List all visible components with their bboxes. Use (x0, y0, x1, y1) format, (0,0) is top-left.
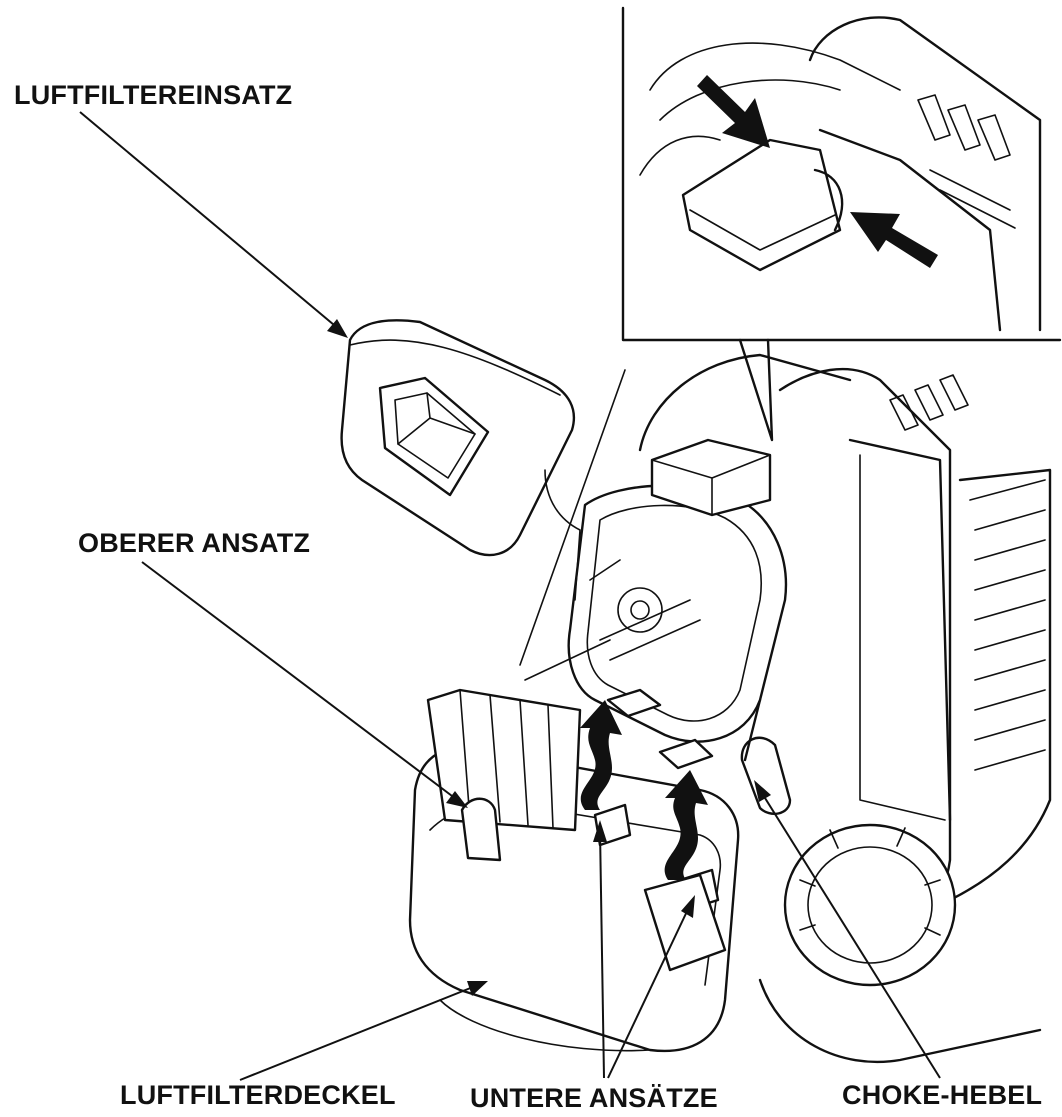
base-inner-frame (586, 504, 763, 722)
engine-housing (638, 353, 1052, 1064)
label-choke-lever: CHOKE-HEBEL (842, 1080, 1043, 1110)
exploded-guide-lower (524, 639, 611, 681)
leader-upper-tab (141, 561, 461, 803)
cover-upper-tab (460, 797, 502, 862)
cover-bottom-edge (439, 999, 651, 1052)
fuel-cap-inner (807, 846, 933, 964)
leader-lines (79, 111, 941, 1081)
exploded-guide-upper (519, 369, 626, 666)
leader-arrowhead-choke (754, 780, 771, 802)
leader-choke-lever (759, 789, 941, 1079)
leader-cover (239, 984, 479, 1081)
housing-bottom-contour (758, 978, 1042, 1064)
inset-rib-2 (947, 104, 981, 151)
motion-arrows (580, 700, 708, 880)
leader-arrowhead-lower-right (681, 895, 695, 918)
inset-right-housing (808, 16, 1042, 332)
foam-inner-recess (394, 392, 476, 479)
cover-upper-fingers (426, 688, 582, 832)
detail-inset (621, 6, 1062, 442)
leader-air-filter-element (79, 111, 341, 331)
tank-panel (848, 438, 952, 822)
base-slot-left (606, 688, 662, 718)
fuel-cap-grips (799, 827, 941, 936)
label-upper-tab: OBERER ANSATZ (78, 528, 311, 558)
foam-top-edge (349, 339, 561, 396)
foam-inner-opening (378, 376, 490, 497)
fuel-cap (783, 823, 957, 987)
air-filter-element (340, 319, 576, 557)
leader-lower-tab-right (607, 904, 691, 1079)
housing-top-contour (638, 353, 852, 452)
inset-side-panel (818, 128, 1002, 332)
inset-press-arrow-right (850, 212, 938, 268)
inset-press-arrow-top (697, 75, 770, 148)
base-bolt-hole (630, 600, 650, 620)
base-outer-frame (567, 484, 788, 743)
insert-arrow-right (664, 770, 708, 880)
housing-top-ribs (889, 374, 969, 431)
leader-arrowhead-filter (327, 319, 348, 338)
inset-housing-curve (639, 135, 721, 176)
inset-latch-edge (689, 209, 836, 251)
base-slot-right (658, 738, 714, 770)
label-air-filter-element: LUFTFILTEREINSATZ (14, 80, 293, 110)
leader-arrowhead-upper (446, 791, 468, 808)
inset-latch-block (681, 138, 842, 272)
inset-rib-1 (917, 94, 951, 141)
base-bolt-boss (617, 587, 663, 633)
inset-housing-outline (649, 42, 901, 91)
inset-housing-edge (659, 79, 841, 121)
inset-rib-3 (977, 114, 1011, 161)
tank-panel-inner (859, 454, 946, 821)
air-filter-base (519, 369, 788, 770)
choke-lever-stem (743, 698, 762, 762)
foam-inner-depth (397, 392, 476, 445)
inset-slot-2 (939, 189, 1016, 229)
inset-latch-hook (813, 168, 844, 232)
label-lower-tabs: UNTERE ANSÄTZE (470, 1083, 718, 1113)
base-left-flange (544, 469, 581, 601)
leader-lower-tab-left (599, 829, 605, 1079)
foam-outer (340, 319, 576, 557)
inset-callout-pointer (738, 338, 774, 442)
cover-finger-lines (459, 689, 554, 829)
insert-arrow-left (580, 700, 622, 810)
inset-frame (621, 6, 1062, 342)
inset-slot-1 (929, 169, 1011, 211)
base-internal-ribs (589, 559, 701, 661)
leader-arrowhead-lower-left (593, 820, 607, 842)
fin-block-outline (948, 468, 1052, 902)
cooling-fins (969, 479, 1046, 771)
base-latch-edges (651, 454, 771, 516)
label-air-filter-cover: LUFTFILTERDECKEL (120, 1080, 396, 1110)
leader-arrowhead-cover (467, 981, 488, 996)
choke-lever-knob (740, 736, 792, 816)
